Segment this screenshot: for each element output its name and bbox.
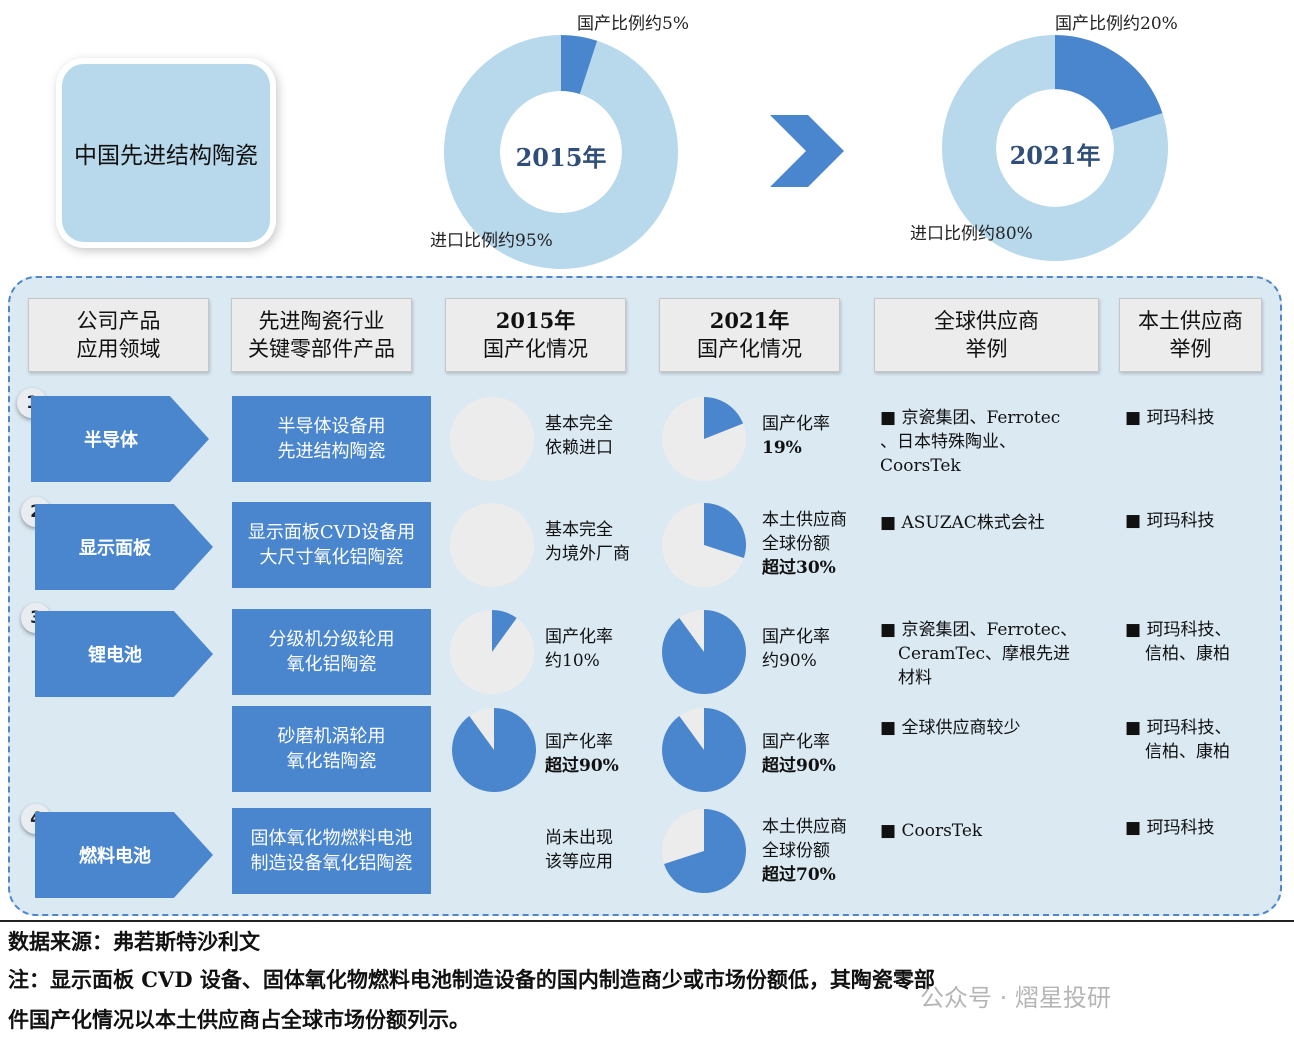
row-5-application: 燃料电池 xyxy=(35,812,213,898)
row-4-local-suppliers: ■ 珂玛科技、信柏、康柏 xyxy=(1125,718,1232,762)
row-1-pie-2021-slice xyxy=(704,397,744,439)
row-1-global-suppliers: ■ 京瓷集团、Ferrotec、日本特殊陶业、CoorsTek xyxy=(880,408,1061,476)
watermark: 公众号 · 熠星投研 xyxy=(920,984,1111,1012)
row-2-application: 显示面板 xyxy=(35,504,213,590)
row-2-product: 显示面板CVD设备用大尺寸氧化铝陶瓷 xyxy=(232,502,431,588)
row-1-pie-2021 xyxy=(662,397,746,481)
header-application: 公司产品应用领域 xyxy=(28,298,209,372)
note-line-2: 件国产化情况以本土供应商占全球市场份额列示。 xyxy=(8,1007,470,1032)
row-1-pie-2015 xyxy=(450,397,534,481)
donut-2021-import-label: 进口比例约80% xyxy=(910,224,1033,244)
row-2-pie-2021 xyxy=(662,503,746,587)
row-1-pie-2015-bg xyxy=(450,397,534,481)
donut-0-domestic-slice xyxy=(561,35,598,95)
row-4-pie-2021-slice xyxy=(662,708,746,792)
header-product: 先进陶瓷行业关键零部件产品 xyxy=(231,298,412,372)
row-2-global-suppliers: ■ ASUZAC株式会社 xyxy=(880,513,1045,533)
row-2-text-2021: 本土供应商全球份额超过30% xyxy=(762,510,847,578)
donut-1-import-slice xyxy=(942,35,1168,261)
row-4-text-2015: 国产化率超过90% xyxy=(545,732,619,776)
note-line-1: 注：显示面板 CVD 设备、固体氧化物燃料电池制造设备的国内制造商少或市场份额低… xyxy=(8,967,935,992)
donut-2015 xyxy=(444,35,678,269)
row-4-global-suppliers: ■ 全球供应商较少 xyxy=(880,718,1021,738)
header-2015: 2015年国产化情况 xyxy=(445,298,626,372)
row-5-local-suppliers: ■ 珂玛科技 xyxy=(1125,818,1215,838)
donut-2021-domestic-label: 国产比例约20% xyxy=(1055,14,1178,34)
row-1-application: 半导体 xyxy=(31,396,209,482)
row-3-pie-2015 xyxy=(450,610,534,694)
row-4-pie-2015-slice xyxy=(452,708,536,792)
page-title: 中国先进结构陶瓷 xyxy=(74,143,258,169)
title-box: 中国先进结构陶瓷 xyxy=(62,64,270,242)
header-global-suppliers: 全球供应商举例 xyxy=(874,298,1099,372)
row-3-local-suppliers: ■ 珂玛科技、信柏、康柏 xyxy=(1125,620,1232,664)
row-5-product: 固体氧化物燃料电池制造设备氧化铝陶瓷 xyxy=(232,808,431,894)
source-note: 数据来源：弗若斯特沙利文 xyxy=(8,929,260,954)
row-5-global-suppliers: ■ CoorsTek xyxy=(880,821,983,841)
row-4-text-2021: 国产化率超过90% xyxy=(762,732,836,776)
row-3-application: 锂电池 xyxy=(35,611,213,697)
row-3-pie-2021-slice xyxy=(662,610,746,694)
donut-0-import-slice xyxy=(444,35,678,269)
donut-0-hole xyxy=(500,91,622,213)
row-3-text-2021: 国产化率约90% xyxy=(762,627,830,671)
row-2-pie-2015 xyxy=(450,503,534,587)
row-3-pie-2015-slice xyxy=(492,610,517,652)
row-5-text-2021: 本土供应商全球份额超过70% xyxy=(762,817,847,885)
row-3-product: 分级机分级轮用氧化铝陶瓷 xyxy=(232,609,431,695)
row-1-text-2015: 基本完全依赖进口 xyxy=(545,414,613,458)
arrow-chevron-icon xyxy=(770,115,844,187)
row-3-text-2015: 国产化率约10% xyxy=(545,627,613,671)
row-4-pie-2015 xyxy=(452,708,536,792)
row-4-product: 砂磨机涡轮用氧化锆陶瓷 xyxy=(232,706,431,792)
donut-1-domestic-slice xyxy=(1055,35,1163,130)
row-2-local-suppliers: ■ 珂玛科技 xyxy=(1125,511,1215,531)
donut-2021-year: 2021年 xyxy=(1009,141,1101,170)
donut-2015-import-label: 进口比例约95% xyxy=(430,231,553,251)
donut-2015-year: 2015年 xyxy=(515,143,607,172)
row-3-global-suppliers: ■ 京瓷集团、Ferrotec、CeramTec、摩根先进材料 xyxy=(880,620,1078,688)
row-2-pie-2015-bg xyxy=(450,503,534,587)
row-5-pie-2021-slice xyxy=(664,809,746,893)
row-2-pie-2021-slice xyxy=(704,503,746,558)
donut-2021 xyxy=(942,35,1168,261)
row-1-product: 半导体设备用先进结构陶瓷 xyxy=(232,396,431,482)
header-2021: 2021年国产化情况 xyxy=(659,298,840,372)
header-local-suppliers: 本土供应商举例 xyxy=(1119,298,1262,372)
row-5-text-2015: 尚未出现该等应用 xyxy=(545,828,613,872)
footer-divider xyxy=(0,920,1294,922)
donut-2015-domestic-label: 国产比例约5% xyxy=(577,14,689,34)
row-4-pie-2021 xyxy=(662,708,746,792)
row-5-pie-2021 xyxy=(662,809,746,893)
row-1-local-suppliers: ■ 珂玛科技 xyxy=(1125,408,1215,428)
table-panel xyxy=(8,276,1282,916)
row-3-pie-2021 xyxy=(662,610,746,694)
row-2-text-2015: 基本完全为境外厂商 xyxy=(545,520,630,564)
donut-1-hole xyxy=(996,89,1114,207)
